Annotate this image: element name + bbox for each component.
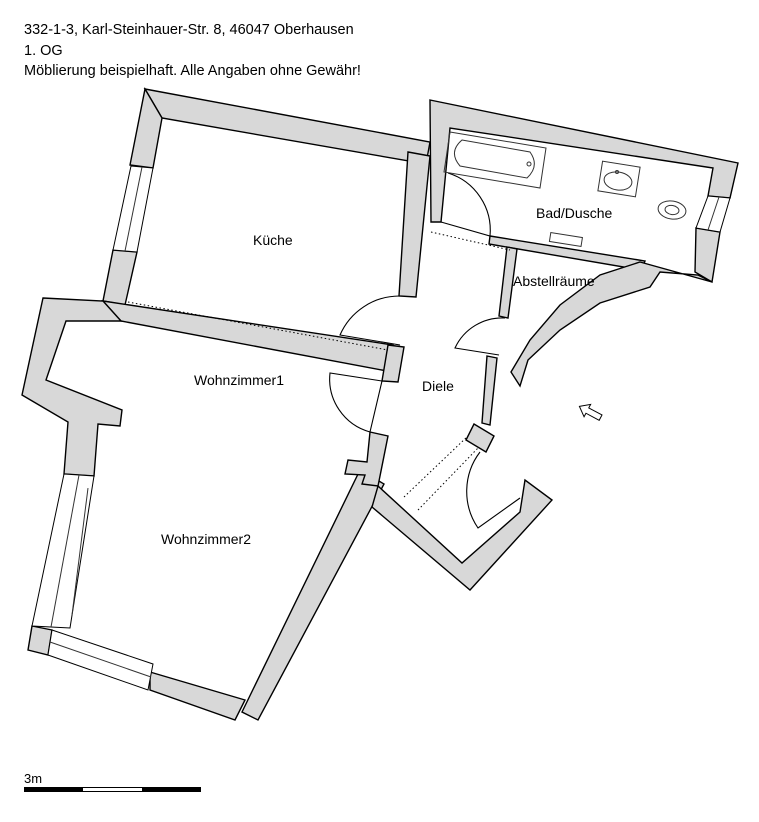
opening-entrance-line-2 (417, 447, 479, 511)
window-living2-left (31, 473, 95, 629)
bathtub-basin (454, 139, 535, 179)
entrance-arrow-icon (578, 403, 603, 421)
wall-kitchen-top (143, 88, 431, 165)
window-kitchen-pane (124, 166, 143, 252)
wall-living1-left (21, 297, 123, 477)
wall-entrance-stub (465, 423, 495, 453)
wall-living2-diagonal (241, 469, 385, 721)
wall-kitchen-living-divider (101, 300, 394, 372)
wall-curved-exterior (510, 261, 713, 388)
wall-center-stub (344, 431, 389, 487)
scale-bar (24, 787, 201, 792)
walls (21, 87, 739, 721)
opening-kitchen-line (127, 301, 389, 351)
window-living2-left-pane (50, 474, 80, 628)
door-entrance-swing (466, 451, 521, 529)
address-text: 332-1-3, Karl-Steinhauer-Str. 8, 46047 O… (24, 22, 354, 38)
door-storage-swing (454, 317, 506, 356)
opening-entrance-line-1 (403, 435, 469, 498)
window-living2-bottom-pane (49, 641, 152, 678)
bath-fixtures (443, 131, 687, 248)
toilet-seat (664, 204, 680, 216)
wall-diele-partition (481, 355, 498, 426)
scale-label: 3m (24, 771, 43, 786)
disclaimer-text: Möblierung beispielhaft. Alle Angaben oh… (24, 63, 361, 79)
room-label-wohnzimmer1: Wohnzimmer1 (194, 372, 284, 388)
wall-kitchen-left-lower (102, 249, 138, 306)
window-living2-left-sill (71, 487, 89, 616)
wall-divider-end (381, 344, 405, 383)
door-bath-swing (440, 172, 491, 237)
sink-tap (615, 170, 619, 174)
room-label-diele: Diele (422, 378, 454, 394)
wall-bath-outer (429, 99, 739, 223)
windows (31, 165, 731, 691)
wall-storage-divider (498, 246, 518, 319)
sink-bowl (603, 171, 633, 191)
wall-kitchen-right (398, 151, 431, 298)
room-label-bad: Bad/Dusche (536, 205, 612, 221)
door-living1-swing (329, 372, 383, 433)
scale-bar-segment (83, 788, 142, 791)
window-bath-pane (707, 196, 720, 231)
wall-living2-bottom (149, 671, 247, 721)
bath-shelf (548, 231, 584, 248)
openings (127, 231, 511, 511)
bathtub (443, 131, 547, 189)
sink (597, 160, 641, 198)
door-swings (329, 172, 521, 529)
wall-bath-right-lower (694, 227, 721, 284)
plan-header: 332-1-3, Karl-Steinhauer-Str. 8, 46047 O… (24, 20, 361, 82)
wall-entrance-bottom (371, 478, 554, 591)
room-label-abstell: Abstellräume (513, 273, 595, 289)
room-label-kueche: Küche (253, 232, 293, 248)
door-kitchen-swing (339, 295, 401, 346)
floor-text: 1. OG (24, 42, 63, 59)
bathtub-drain (526, 161, 532, 167)
opening-bath-line (430, 231, 511, 251)
toilet (657, 200, 687, 220)
room-label-wohnzimmer2: Wohnzimmer2 (161, 531, 251, 547)
